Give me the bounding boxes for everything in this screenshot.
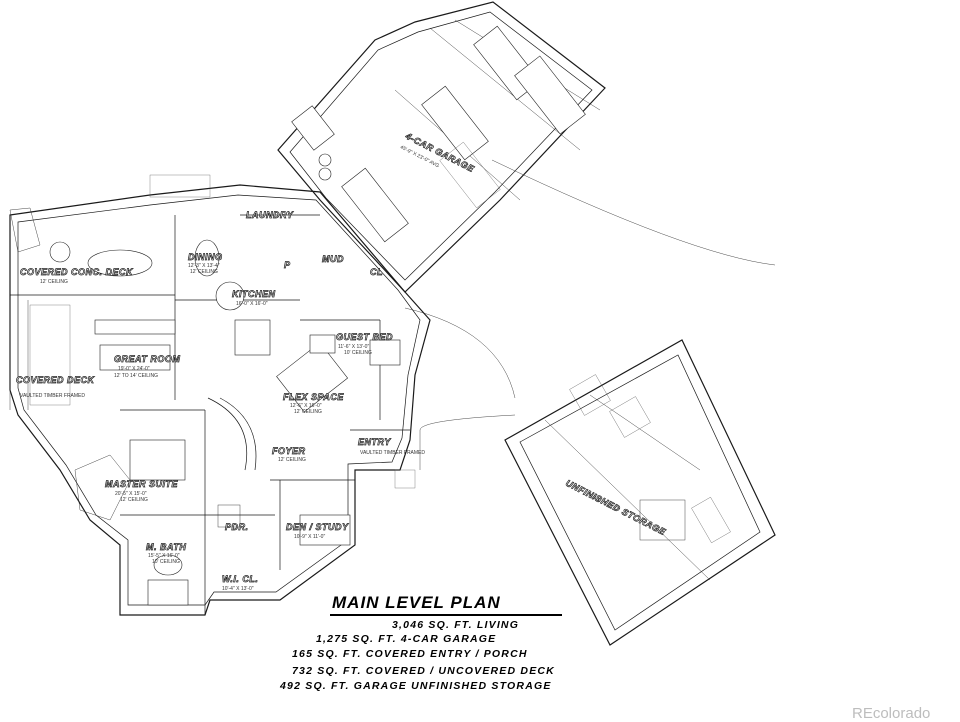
watermark: REcolorado bbox=[852, 705, 931, 722]
master-bath-ceiling: 10' CEILING bbox=[152, 559, 180, 565]
covered-deck-2-ceiling: VAULTED TIMBER FRAMED bbox=[20, 393, 85, 399]
entry-ceiling: VAULTED TIMBER FRAMED bbox=[360, 450, 425, 456]
foyer-ceiling: 12' CEILING bbox=[278, 457, 306, 463]
great-room-ceiling: 12' TO 14' CEILING bbox=[114, 373, 158, 379]
mud-label: MUD bbox=[322, 254, 344, 264]
dining-size: 12'-3" X 13'-4" bbox=[188, 263, 220, 269]
stat-living: 3,046 SQ. FT. LIVING bbox=[392, 619, 520, 631]
driveway-curve-upper bbox=[491, 159, 776, 266]
stat-garage: 1,275 SQ. FT. 4-CAR GARAGE bbox=[316, 633, 497, 645]
flex-space-size: 12'-6" X 16'-0" bbox=[290, 403, 322, 409]
covered-deck-ceiling: 12' CEILING bbox=[40, 279, 68, 285]
master-suite-ceiling: 12' CEILING bbox=[120, 497, 148, 503]
garage-wing: 4-CAR GARAGE 45'-9" X 23'-0" AVG bbox=[277, 1, 606, 293]
main-house bbox=[9, 174, 431, 616]
master-suite-size: 20'-5" X 15'-0" bbox=[115, 491, 147, 497]
guest-bed-label: GUEST BED bbox=[336, 332, 393, 342]
laundry-label: LAUNDRY bbox=[246, 210, 294, 220]
entry-label: ENTRY bbox=[358, 437, 391, 447]
walkin-closet-label: W.I. CL. bbox=[222, 574, 258, 584]
guest-bed-size: 11'-6" X 13'-0" bbox=[338, 344, 369, 350]
driveway-curve-lower bbox=[404, 307, 516, 399]
kitchen-label: KITCHEN bbox=[232, 289, 276, 299]
den-study-label: DEN / STUDY bbox=[286, 522, 349, 532]
guest-bed-ceiling: 10' CEILING bbox=[344, 350, 372, 356]
stat-deck: 732 SQ. FT. COVERED / UNCOVERED DECK bbox=[292, 665, 555, 677]
master-bath-size: 15'-5" X 16'-0" bbox=[148, 553, 180, 559]
covered-deck-label: COVERED CONC. DECK bbox=[20, 267, 134, 277]
dining-label: DINING bbox=[188, 252, 223, 262]
dining-ceiling: 12' CEILING bbox=[190, 269, 218, 275]
great-room-size: 19'-0" X 24'-0" bbox=[118, 366, 150, 372]
great-room-label: GREAT ROOM bbox=[114, 354, 180, 364]
plan-title: MAIN LEVEL PLAN bbox=[332, 593, 501, 612]
storage-wing: UNFINISHED STORAGE 19'-0" X 21'-0" bbox=[504, 339, 776, 646]
den-study-size: 10'-9" X 11'-0" bbox=[294, 534, 325, 540]
walkin-closet-size: 10'-4" X 13'-0" bbox=[222, 586, 254, 592]
room-labels: LAUNDRY P MUD CL COVERED CONC. DECK 12' … bbox=[16, 210, 426, 592]
master-bath-label: M. BATH bbox=[146, 542, 186, 552]
pantry-label: P bbox=[284, 260, 291, 270]
walkway bbox=[419, 414, 516, 470]
flex-space-ceiling: 12' CEILING bbox=[294, 409, 322, 415]
master-suite-label: MASTER SUITE bbox=[105, 479, 179, 489]
covered-deck-2-label: COVERED DECK bbox=[16, 375, 96, 385]
kitchen-size: 16'-0" X 16'-0" bbox=[236, 301, 268, 307]
stat-storage: 492 SQ. FT. GARAGE UNFINISHED STORAGE bbox=[280, 680, 552, 692]
title-underline bbox=[330, 614, 562, 616]
powder-label: PDR. bbox=[225, 522, 249, 532]
closet-label: CL bbox=[370, 267, 383, 277]
foyer-label: FOYER bbox=[272, 446, 306, 456]
stat-covered-entry: 165 SQ. FT. COVERED ENTRY / PORCH bbox=[292, 648, 528, 660]
flex-space-label: FLEX SPACE bbox=[283, 392, 344, 402]
